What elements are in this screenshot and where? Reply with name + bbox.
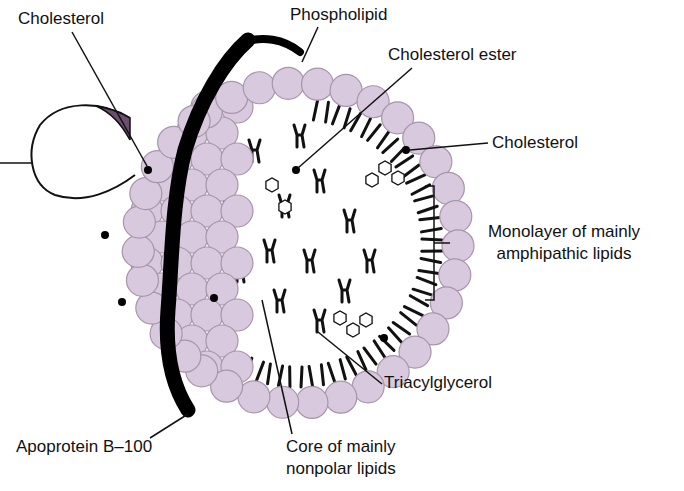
- part-label: Triacylglycerol: [384, 372, 492, 394]
- part-label: Cholesterol: [492, 132, 578, 154]
- apoprotein-band: [167, 40, 248, 410]
- part-label: Monolayer of mainly amphipathic lipids: [454, 221, 674, 265]
- part-label: Core of mainly nonpolar lipids: [286, 436, 436, 480]
- lipid-tails: [246, 100, 442, 387]
- apoprotein-stub: [0, 162, 32, 164]
- apoprotein-band-top: [240, 39, 300, 52]
- part-label: Cholesterol ester: [388, 44, 517, 66]
- apoprotein-loop: [32, 105, 135, 198]
- part-label: Apoprotein B–100: [16, 436, 152, 458]
- apoprotein-ribbon: [96, 106, 130, 140]
- cholesterol-dots: [101, 146, 410, 342]
- part-label: Cholesterol: [18, 8, 104, 30]
- part-label: Phospholipid: [290, 4, 387, 26]
